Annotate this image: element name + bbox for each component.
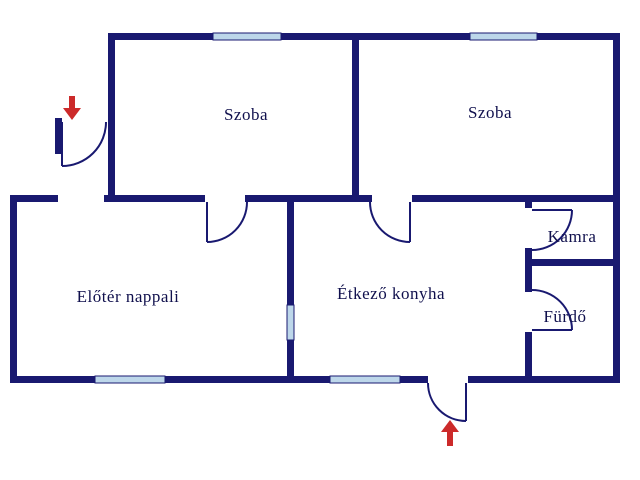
wall-mid-segment-2 [104,195,205,202]
szoba-right-door-arc [369,201,411,243]
szoba-left-door-arc [206,201,248,243]
wall-mid-segment-1 [10,195,58,202]
room-label-kamra: Kamra [547,227,597,246]
window-bottom-middle [329,375,401,384]
wall-outer-bottom-left-segment [10,376,428,383]
wall-mid-segment-3 [245,195,372,202]
room-label-szoba-left: Szoba [223,105,269,124]
back-entrance-door-arc [427,382,467,422]
kamra-door-arc [531,209,573,251]
wall-outer-bottom-right-segment [468,376,620,383]
window-top-left [212,32,282,41]
wall-outer-left [10,195,17,383]
window-top-right [469,32,538,41]
wall-kamra-divider-b [525,248,532,292]
room-label-etkezo-konyha: Étkező konyha [337,284,445,303]
main-entrance-door-arc [61,121,107,167]
furdo-door-arc [531,289,573,331]
entrance-arrow-down-icon [63,96,81,120]
wall-kamra-furdo-separator [525,259,620,266]
window-bottom-left [94,375,166,384]
wall-eloter-etkezo-divider-upper [287,202,294,305]
room-label-szoba-right: Szoba [467,103,513,122]
wall-szoba-divider [352,33,359,202]
entrance-arrow-up-icon [441,420,459,446]
wall-eloter-etkezo-divider-lower [287,340,294,383]
wall-outer-right [613,33,620,383]
wall-kamra-divider-c [525,332,532,383]
wall-outer-top [108,33,620,40]
room-label-furdo: Fürdő [543,307,587,326]
window-divider-passthrough [286,304,295,341]
wall-szoba-left-outer [108,33,115,202]
wall-mid-segment-4 [412,195,620,202]
room-label-eloter-nappali: Előtér nappali [76,287,180,306]
wall-entrance-stub [55,118,62,154]
wall-kamra-divider-a [525,202,532,208]
